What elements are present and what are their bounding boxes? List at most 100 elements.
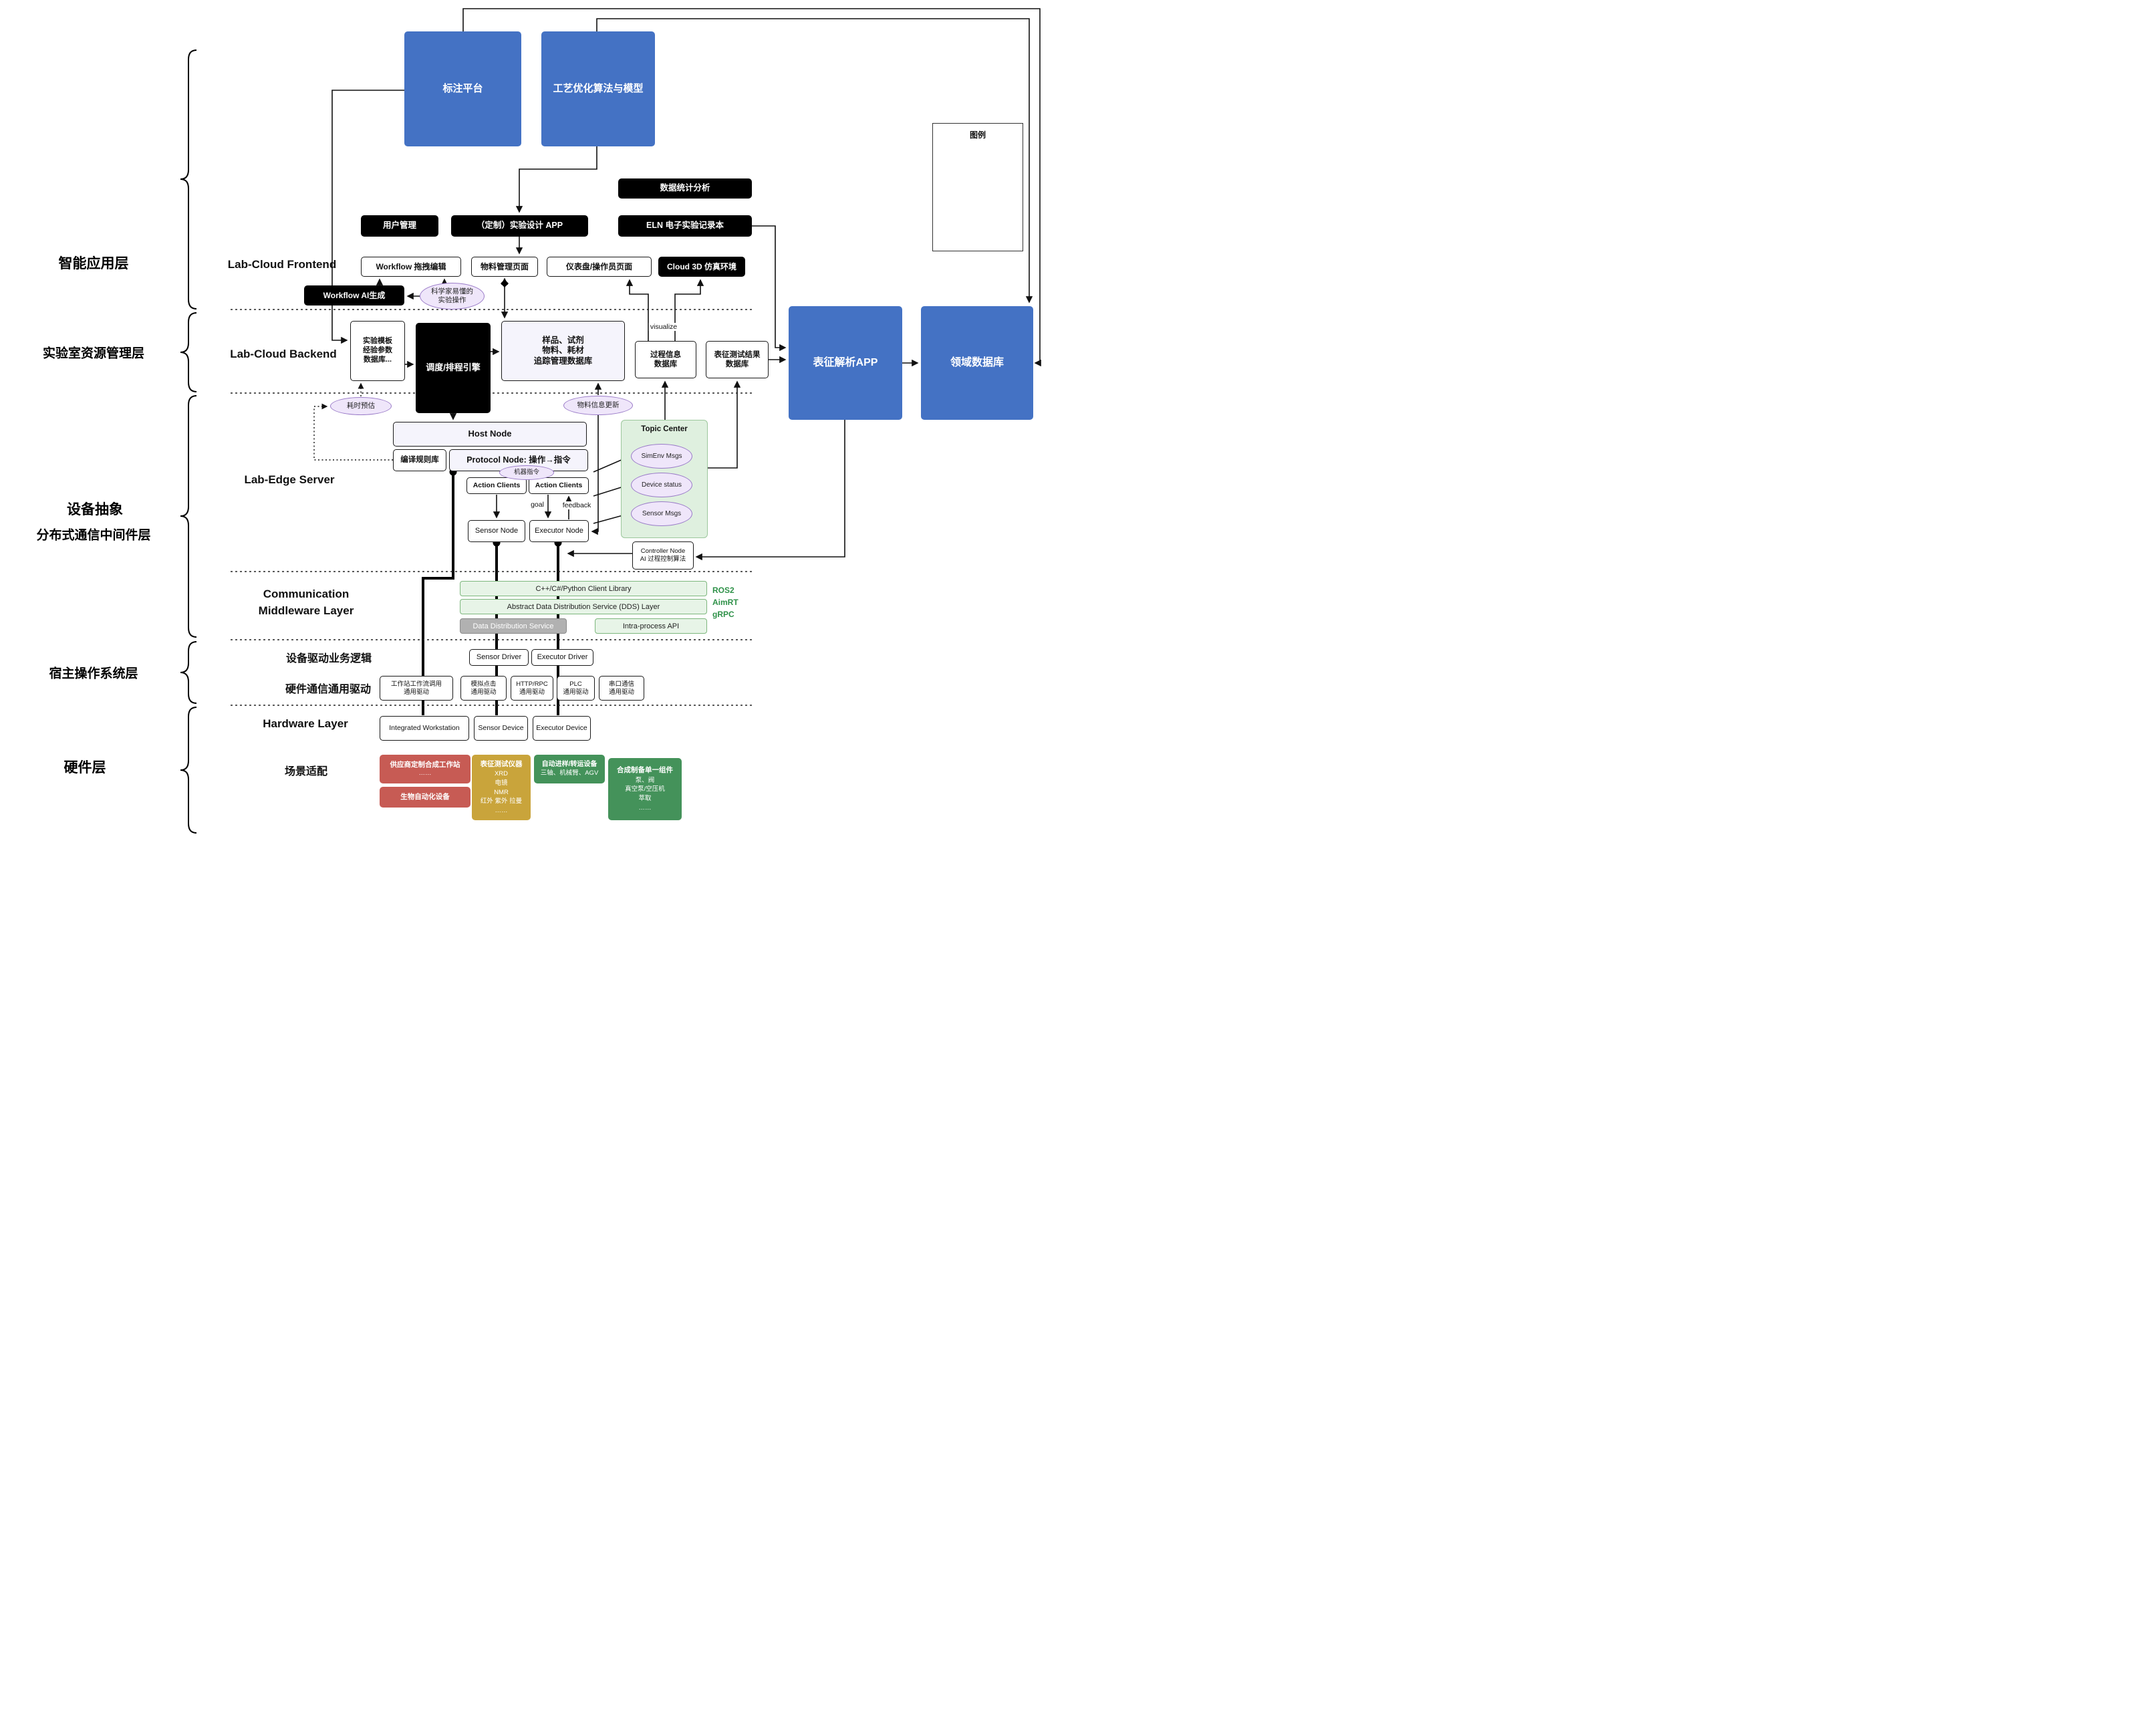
serial-driver-line1: 串口通信 (608, 680, 634, 688)
device-status-label: Device status (641, 481, 682, 489)
synthesis-components-node: 合成制备单一组件 泵、阀 真空泵/空压机 萃取 …… (608, 758, 682, 820)
legend-panel: 图例 开发中功能 数据流 外部配合 功能 (932, 123, 1023, 251)
plc-driver-line1: PLC (569, 680, 582, 688)
experiment-design-app-label: （定制）实验设计 APP (476, 221, 563, 231)
dds-service-node: Data Distribution Service (460, 618, 567, 634)
http-rpc-driver-line2: 通用驱动 (519, 688, 545, 696)
transfer-equipment-title: 自动进样/转运设备 (541, 761, 597, 769)
characterization-app-label: 表征解析APP (813, 357, 878, 368)
layer-label-host-os: 宿主操作系统层 (49, 666, 138, 681)
domain-db-node: 领域数据库 (921, 306, 1033, 420)
action-clients-right-label: Action Clients (535, 481, 583, 489)
host-node: Host Node (393, 422, 587, 447)
workflow-ai-label: Workflow AI生成 (323, 290, 386, 300)
executor-driver-node: Executor Driver (531, 649, 593, 666)
layer-label-lab-resource: 实验室资源管理层 (42, 346, 145, 361)
executor-node-label: Executor Node (535, 526, 583, 535)
dashboard-page-node: 仪表盘/操作员页面 (547, 257, 652, 277)
serial-driver-line2: 通用驱动 (608, 688, 634, 696)
template-db-line2: 经验参数 (363, 346, 392, 355)
user-management-label: 用户管理 (382, 221, 416, 231)
middleware-stack-list: ROS2 AimRT gRPC (712, 584, 738, 620)
scientist-operations-line1: 科学家易懂的 (431, 287, 473, 296)
layer-label-middleware: 分布式通信中间件层 (36, 528, 151, 543)
client-library-node: C++/C#/Python Client Library (460, 581, 707, 596)
compile-rules-label: 编译规则库 (400, 456, 439, 465)
charact-item-nmr: NMR (494, 788, 509, 796)
sensor-driver-node: Sensor Driver (469, 649, 529, 666)
charact-item-xrd: XRD (494, 770, 509, 778)
plc-driver-node: PLC 通用驱动 (557, 676, 595, 701)
controller-node-line1: Controller Node (640, 547, 686, 556)
material-update-flow: 物料信息更新 (563, 396, 633, 415)
vendor-workstation-title: 供应商定制合成工作站 (390, 761, 460, 769)
executor-device-label: Executor Device (536, 723, 587, 732)
sample-tracking-db-node: 样品、试剂 物料、耗材 追踪管理数据库 (501, 321, 625, 381)
time-estimate-flow: 耗时预估 (330, 397, 392, 415)
click-sim-driver-line2: 通用驱动 (470, 688, 497, 696)
machine-command-label: 机器指令 (513, 469, 539, 477)
device-status-flow: Device status (631, 473, 692, 497)
workstation-driver-line2: 通用驱动 (403, 688, 429, 696)
bio-automation-node: 生物自动化设备 (380, 787, 470, 808)
user-management-node: 用户管理 (361, 215, 438, 237)
protocol-node-label: Protocol Node: 操作→指令 (466, 455, 571, 465)
sample-db-line3: 追踪管理数据库 (533, 356, 593, 366)
synth-item-extract: 萃取 (638, 795, 652, 803)
lab-cloud-backend-label: Lab-Cloud Backend (230, 348, 337, 360)
process-db-line1: 过程信息 (650, 350, 681, 359)
data-statistics-node: 数据统计分析 (618, 178, 752, 199)
lab-edge-server-label: Lab-Edge Server (244, 473, 335, 486)
synth-item-vacuum: 真空泵/空压机 (625, 785, 665, 793)
characterization-instruments-node: 表征测试仪器 XRD 电镜 NMR 红外 紫外 拉曼 …… (472, 755, 531, 820)
transfer-equipment-node: 自动进样/转运设备 三轴、机械臂、AGV (534, 755, 605, 783)
synth-item-more: …… (638, 804, 652, 812)
communication-label-line1: Communication (263, 588, 350, 600)
sample-db-line2: 物料、耗材 (542, 346, 584, 356)
communication-label-line2: Middleware Layer (258, 604, 354, 617)
host-node-label: Host Node (468, 428, 512, 439)
data-statistics-label: 数据统计分析 (660, 183, 710, 193)
feedback-label: feedback (561, 501, 593, 509)
intra-process-api-label: Intra-process API (622, 622, 680, 630)
workflow-editor-label: Workflow 拖拽编辑 (376, 261, 446, 271)
integrated-workstation-label: Integrated Workstation (389, 723, 460, 732)
serial-driver-node: 串口通信 通用驱动 (599, 676, 644, 701)
action-clients-left-node: Action Clients (466, 477, 527, 494)
vendor-workstation-sub: …… (418, 769, 432, 777)
workflow-ai-node: Workflow AI生成 (304, 285, 404, 305)
bio-automation-label: 生物自动化设备 (400, 792, 450, 801)
driver-logic-label: 设备驱动业务逻辑 (285, 653, 372, 664)
stack-aimrt-label: AimRT (712, 598, 738, 607)
process-optimization-node: 工艺优化算法与模型 (541, 31, 655, 146)
material-page-label: 物料管理页面 (480, 261, 529, 271)
process-db-line2: 数据库 (654, 360, 678, 368)
layer-label-hardware: 硬件层 (63, 760, 106, 775)
hw-comm-driver-label: 硬件通信通用驱动 (285, 684, 372, 695)
characterization-app-node: 表征解析APP (789, 306, 902, 420)
dds-service-label: Data Distribution Service (473, 622, 554, 630)
experiment-design-app-node: （定制）实验设计 APP (451, 215, 588, 237)
workstation-driver-line1: 工作站工作流调用 (390, 680, 442, 688)
dashboard-page-label: 仪表盘/操作员页面 (565, 261, 633, 271)
legend-title: 图例 (969, 130, 986, 140)
sensor-msgs-flow: Sensor Msgs (631, 501, 692, 526)
cloud-3d-label: Cloud 3D 仿真环境 (667, 261, 736, 271)
controller-node: Controller Node AI 过程控制算法 (632, 541, 694, 570)
sensor-device-node: Sensor Device (474, 716, 528, 741)
eln-label: ELN 电子实验记录本 (646, 221, 724, 231)
executor-node: Executor Node (529, 520, 589, 542)
charact-db-line1: 表征测试结果 (714, 350, 761, 359)
executor-device-node: Executor Device (533, 716, 591, 741)
workflow-editor-node: Workflow 拖拽编辑 (361, 257, 461, 277)
synth-item-pump: 泵、阀 (635, 776, 655, 784)
charact-item-em: 电镜 (495, 779, 508, 787)
scheduler-node: 调度/排程引擎 (416, 323, 491, 413)
material-update-label: 物料信息更新 (577, 401, 620, 410)
sensor-device-label: Sensor Device (478, 723, 524, 732)
transfer-equipment-sub: 三轴、机械臂、AGV (540, 769, 599, 777)
integrated-workstation-node: Integrated Workstation (380, 716, 469, 741)
workstation-driver-node: 工作站工作流调用 通用驱动 (380, 676, 453, 701)
scene-adaptation-label: 场景适配 (284, 766, 328, 777)
hardware-layer-label: Hardware Layer (263, 717, 348, 730)
